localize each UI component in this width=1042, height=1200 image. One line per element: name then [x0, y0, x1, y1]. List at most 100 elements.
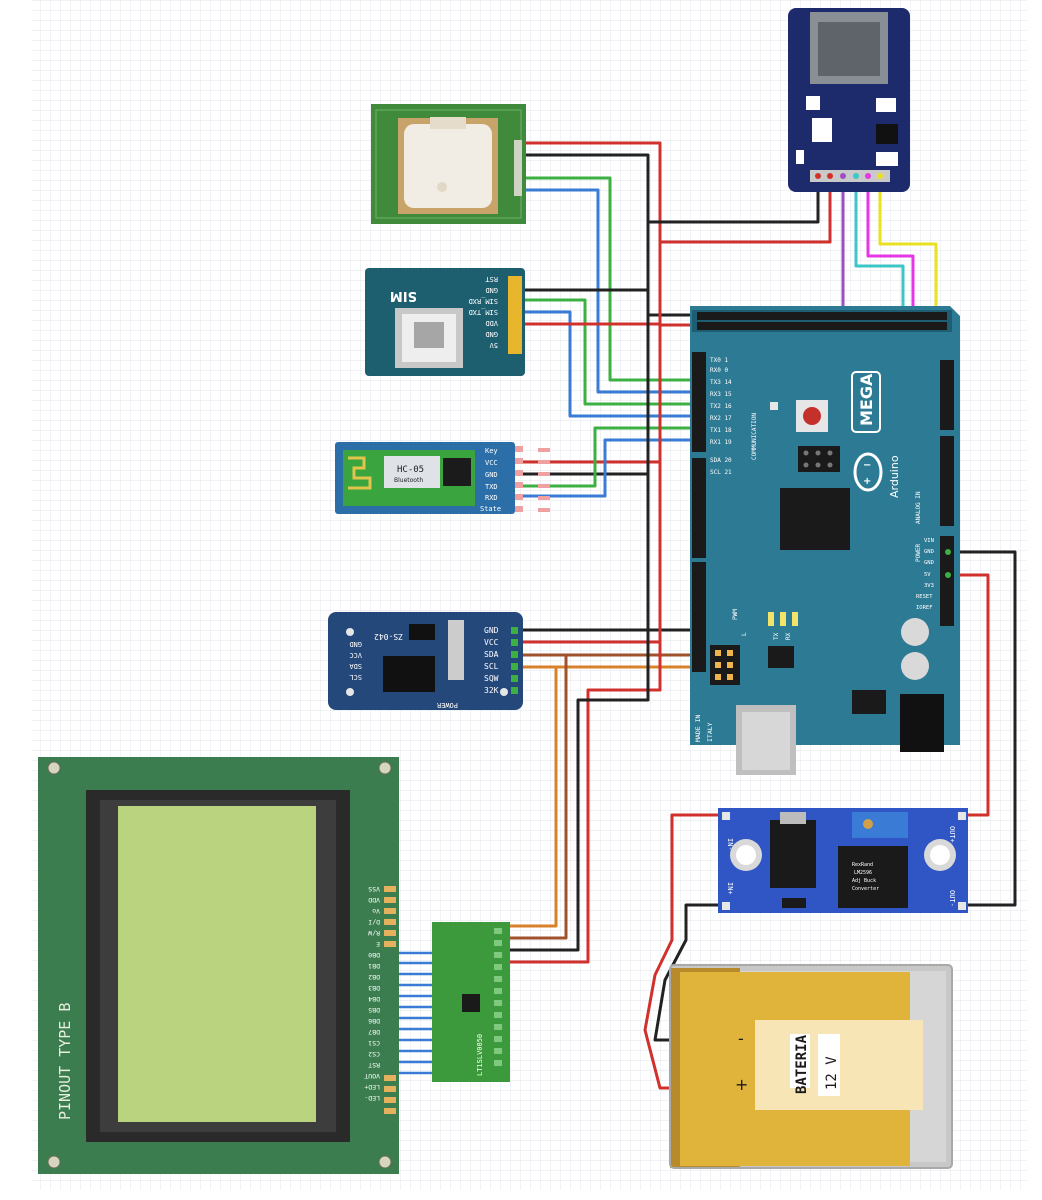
bt-chip-label: HC-05: [397, 465, 424, 475]
arduino-digital-0: SDA 20: [710, 457, 732, 464]
arduino-comm-5: RX2 17: [710, 415, 732, 422]
wire-arduino-gnd-buck: [948, 550, 1017, 907]
wire-gps-vcc: [520, 141, 700, 327]
buck-regulator: [770, 820, 816, 888]
buck-trimpot: [852, 812, 908, 838]
svg-text:−: −: [863, 460, 871, 471]
arduino-power-pin-0: VIN: [924, 538, 934, 544]
rtc-pin-r1: VCC: [484, 638, 499, 647]
rtc-power-label: POWER: [436, 701, 458, 709]
arduino-comm-3: RX3 15: [710, 391, 732, 398]
arduino-made-in: MADE IN: [694, 715, 702, 742]
lcd-pin-4: R/W: [368, 929, 380, 937]
lcd-pin-17: VOUT: [364, 1072, 380, 1080]
wire-shifter-sda: [508, 655, 568, 940]
arduino-led-rx: RX: [785, 632, 792, 640]
lcd-pin-1: VDD: [368, 896, 380, 904]
rtc-pin-r5: 32K: [484, 686, 499, 695]
arduino-power-pin-2: GND: [924, 560, 934, 566]
arduino-power-label: POWER: [915, 544, 922, 562]
buck-in-minus: IN-: [726, 838, 734, 851]
lcd-pin-14: CS1: [368, 1039, 380, 1047]
sim-pin-3: SIM_TXD: [468, 308, 498, 316]
sim-pin-0: RST: [485, 275, 498, 283]
level-shifter: LT1SLV0050: [432, 922, 510, 1082]
wire-sd-vcc: [660, 178, 832, 244]
buck-out-plus: OUT+: [948, 826, 956, 843]
arduino-comm-1: RX0 0: [710, 367, 728, 374]
wire-sd-mosi: [854, 178, 905, 322]
battery-label: BATERIA: [794, 1034, 810, 1094]
lcd-pin-9: DB3: [368, 984, 380, 992]
buck-out-minus: OUT-: [948, 890, 956, 907]
rtc-pin-r2: SDA: [484, 650, 499, 659]
lcd-pin-16: RST: [368, 1061, 380, 1069]
lcd-pin-7: DB1: [368, 962, 380, 970]
rtc-pins-left: GND VCC SDA SCL: [349, 640, 362, 681]
arduino-analog-label: ANALOG IN: [915, 491, 922, 524]
power-jack: [900, 694, 944, 752]
svg-text:+: +: [863, 476, 871, 487]
arduino-chip: [780, 488, 850, 550]
lcd-pin-11: DB5: [368, 1006, 380, 1014]
rtc-title: ZS-042: [374, 632, 403, 641]
sim-pin-5: GND: [485, 330, 498, 338]
rtc-pin-l3: SCL: [349, 673, 362, 681]
arduino-power-pin-3: 5V: [924, 572, 931, 578]
arduino-power-pin-4: 3V3: [924, 583, 934, 589]
lcd-pin-2: Vo: [372, 907, 380, 915]
rtc-pin-l1: VCC: [349, 651, 362, 659]
sim-pin-1: GND: [485, 286, 498, 294]
bt-pin-3: TXD: [485, 483, 498, 491]
arduino-model: MEGA: [857, 373, 876, 426]
sd-card-module: [788, 8, 910, 192]
lcd-pin-15: CS2: [368, 1050, 380, 1058]
arduino-comm-7: RX1 19: [710, 439, 732, 446]
battery-plus: +: [735, 1075, 748, 1094]
lcd-pin-12: DB6: [368, 1017, 380, 1025]
wire-lcd-bus: [398, 951, 437, 1075]
rtc-module: ZS-042 GND VCC SDA SCL SQW 32K GND VCC S…: [328, 612, 523, 710]
arduino-logo: MEGA − + Arduino: [851, 371, 901, 498]
arduino-communication-label: COMMUNICATION: [751, 413, 758, 460]
arduino-led-tx: TX: [773, 632, 780, 640]
buck-chip-3: Converter: [852, 886, 879, 892]
wires: [398, 141, 1017, 1090]
wire-sd-sck: [866, 178, 915, 322]
sim-pin-6: 5V: [489, 341, 498, 349]
buck-inductor: [838, 846, 908, 908]
sim-title: SIM: [390, 288, 417, 303]
lcd-pins: VSS VDD Vo D/I R/W E DB0 DB1 DB2 DB3 DB4…: [364, 885, 380, 1102]
rtc-chip: [383, 656, 435, 692]
arduino-comm-2: TX3 14: [710, 379, 732, 386]
lcd-pin-8: DB2: [368, 973, 380, 981]
arduino-pwm-label: PWM: [732, 609, 739, 620]
rtc-pin-r4: SQW: [484, 674, 499, 683]
arduino-digital-1: SCL 21: [710, 469, 732, 476]
battery-voltage: 12 V: [824, 1056, 840, 1090]
wire-buck-in-minus: [653, 903, 725, 1042]
wire-gps-tx: [520, 176, 700, 382]
buck-converter: RexRand LM2596 Adj Buck Converter IN- IN…: [718, 808, 968, 913]
wire-sim-rxd: [520, 298, 700, 406]
rtc-pin-l2: SDA: [349, 662, 362, 670]
sim-pins: RST GND SIM_RXD SIM_TXD VDD GND 5V: [468, 275, 498, 349]
arduino-comm-6: TX1 18: [710, 427, 732, 434]
arduino-italy: ITALY: [706, 722, 714, 742]
wire-power-trunk-red: [508, 242, 662, 964]
wire-sim-txd: [520, 310, 700, 418]
bt-pins: Key VCC GND TXD RXD State: [480, 447, 501, 513]
lcd-screen: [118, 806, 316, 1122]
bt-chip-sub: Bluetooth: [394, 477, 423, 484]
buck-chip-2: Adj Buck: [852, 878, 876, 884]
arduino-power-pin-6: IOREF: [916, 605, 933, 611]
arduino-power-pins: VIN GND GND 5V 3V3 RESET IOREF: [916, 538, 934, 611]
arduino-brand: Arduino: [888, 455, 901, 498]
sim-module: SIM RST GND SIM_RXD SIM_TXD VDD GND 5V: [365, 268, 525, 376]
arduino-comm-4: TX2 16: [710, 403, 732, 410]
lcd-pin-5: E: [376, 940, 380, 948]
graphic-lcd: PINOUT TYPE B VSS VDD Vo D/I R/W E DB0 D…: [38, 757, 399, 1174]
lcd-pin-19: LED-: [364, 1094, 380, 1102]
arduino-comm-0: TX0 1: [710, 357, 728, 364]
